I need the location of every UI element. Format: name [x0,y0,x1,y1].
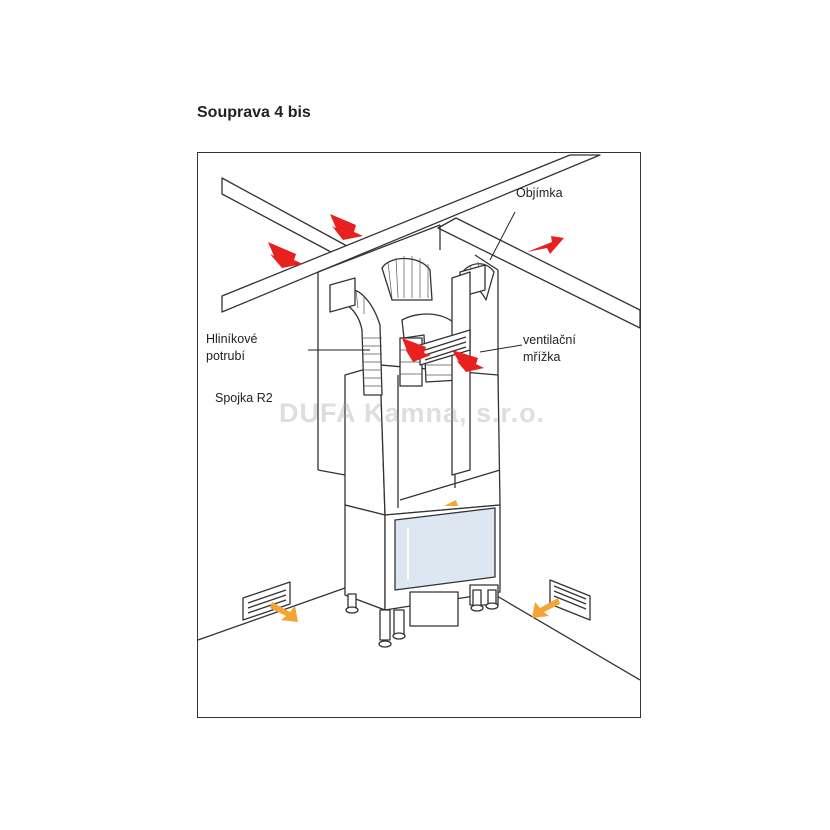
glass-door [394,507,496,591]
arrow-icon [527,236,564,254]
label-ventilacni-mrizka: ventilační mřížka [523,333,576,364]
diagram-title: Souprava 4 bis [197,104,311,121]
insert-legs [345,589,499,648]
arrow-icon [444,500,458,506]
label-leaders [308,211,523,353]
hot-air-arrows [268,214,564,372]
arrow-icon [402,338,431,362]
watermark: DUFA Kamna, s.r.o. [279,398,546,428]
arrow-icon [270,602,298,622]
arrow-icon [268,242,303,268]
fireplace-insert [344,364,501,627]
arrow-icon [452,350,484,372]
arrow-icon [532,598,560,618]
floor-vent-left [242,581,291,621]
label-spojka: Spojka R2 [215,391,273,405]
duct-collars [329,264,486,476]
arrow-icon [330,214,363,240]
ceiling-beams [221,154,640,329]
fresh-air-arrows [270,500,560,622]
label-objimka: Objímka [516,186,563,200]
diagram-frame [197,152,641,718]
label-hlinikove-potrubi: Hliníkové potrubí [206,332,258,363]
floor-vent-right [549,579,591,621]
